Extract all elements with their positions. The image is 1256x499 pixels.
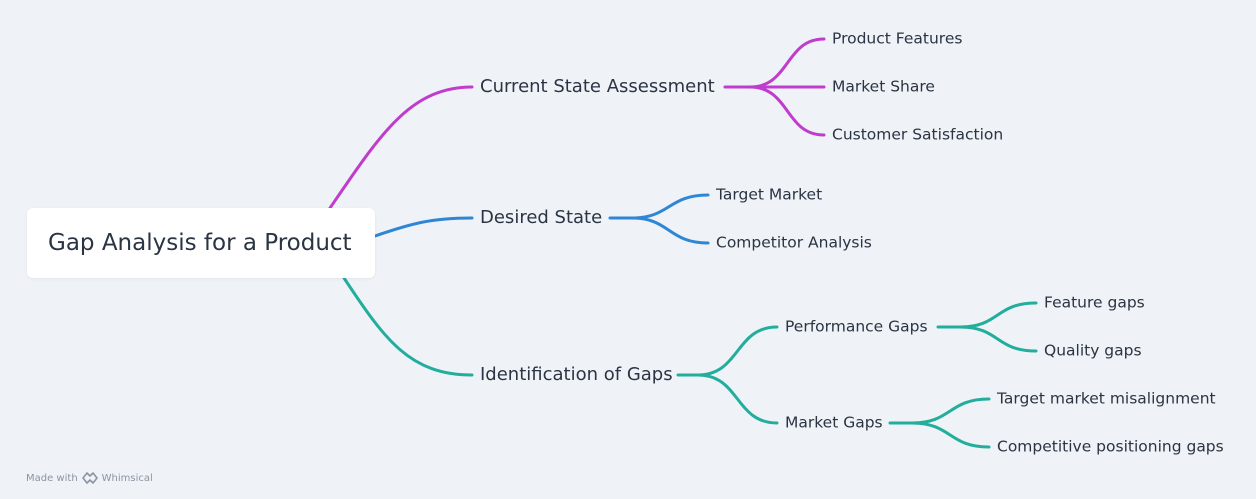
whimsical-logo-icon xyxy=(81,472,98,484)
node-identification-of-gaps[interactable]: Identification of Gaps xyxy=(480,364,673,386)
node-feature-gaps[interactable]: Feature gaps xyxy=(1044,293,1145,312)
whimsical-brand-text: Whimsical xyxy=(101,472,153,484)
node-market-gaps[interactable]: Market Gaps xyxy=(785,413,883,432)
link-root-current xyxy=(328,85,474,210)
node-target-market-misalignment[interactable]: Target market misalignment xyxy=(997,389,1216,408)
link-gaps-market xyxy=(696,373,779,425)
node-competitive-positioning-gaps[interactable]: Competitive positioning gaps xyxy=(997,437,1224,456)
link-root-desired xyxy=(373,216,474,238)
root-node-label: Gap Analysis for a Product xyxy=(48,230,352,256)
link-current-features xyxy=(748,37,826,89)
made-with-whimsical-badge[interactable]: Made with Whimsical xyxy=(26,472,153,484)
node-performance-gaps[interactable]: Performance Gaps xyxy=(785,317,928,336)
node-target-market[interactable]: Target Market xyxy=(716,185,823,204)
node-quality-gaps[interactable]: Quality gaps xyxy=(1044,341,1142,360)
node-current-state-assessment[interactable]: Current State Assessment xyxy=(480,76,715,98)
node-product-features[interactable]: Product Features xyxy=(832,29,963,48)
link-market-misalignment xyxy=(910,397,991,425)
link-current-satisfaction xyxy=(748,85,826,137)
link-desired-competitor xyxy=(630,216,710,245)
node-competitor-analysis[interactable]: Competitor Analysis xyxy=(716,233,872,252)
node-desired-state[interactable]: Desired State xyxy=(480,207,603,229)
made-with-text: Made with xyxy=(26,472,78,484)
link-performance-feature xyxy=(958,301,1038,329)
link-root-gaps xyxy=(342,276,474,377)
node-customer-satisfaction[interactable]: Customer Satisfaction xyxy=(832,125,1004,144)
link-market-positioning xyxy=(910,421,991,449)
node-market-share[interactable]: Market Share xyxy=(832,77,935,96)
root-node[interactable]: Gap Analysis for a Product xyxy=(27,208,375,278)
link-desired-target xyxy=(630,193,710,220)
link-performance-quality xyxy=(958,325,1038,353)
link-gaps-performance xyxy=(696,325,779,377)
